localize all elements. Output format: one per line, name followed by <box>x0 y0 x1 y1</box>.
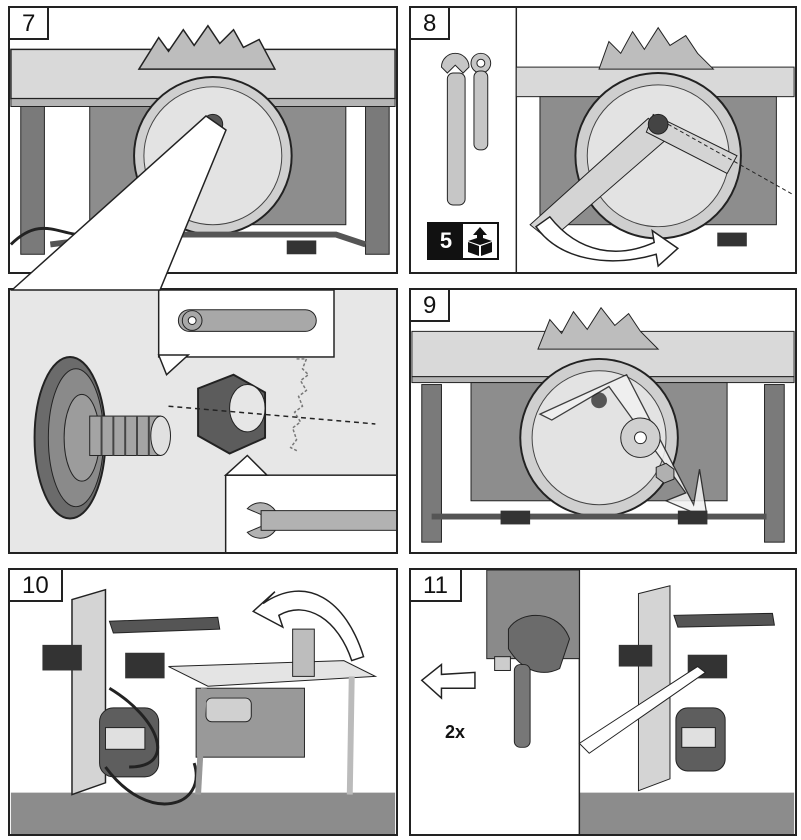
table-saw-blade-illustration <box>10 24 396 255</box>
flange-nut-detail-panel <box>8 288 398 554</box>
step-number: 10 <box>10 570 63 602</box>
saw-tipped-over-illustration <box>10 588 396 834</box>
flange-bolt-nut-illustration <box>33 290 396 552</box>
step-8-panel: 8 5 <box>409 6 797 274</box>
tool-count: 5 <box>429 224 463 258</box>
box-with-up-arrow-icon <box>463 224 497 258</box>
step-number: 11 <box>411 570 462 602</box>
repeat-count-label: 2x <box>445 722 466 742</box>
step-number: 7 <box>10 8 50 40</box>
step-10-panel: 10 <box>8 568 398 836</box>
step-9-panel: 9 <box>409 288 797 554</box>
tools-and-blade-illustration <box>440 8 795 272</box>
blade-removal-illustration <box>411 306 795 543</box>
step-number: 8 <box>411 8 451 40</box>
leg-removal-illustration <box>420 570 795 834</box>
step-7-panel: 7 <box>8 6 398 274</box>
step-number: 9 <box>411 290 451 322</box>
tool-count-badge: 5 <box>427 222 499 260</box>
step-11-panel: 11 2x <box>409 568 797 836</box>
